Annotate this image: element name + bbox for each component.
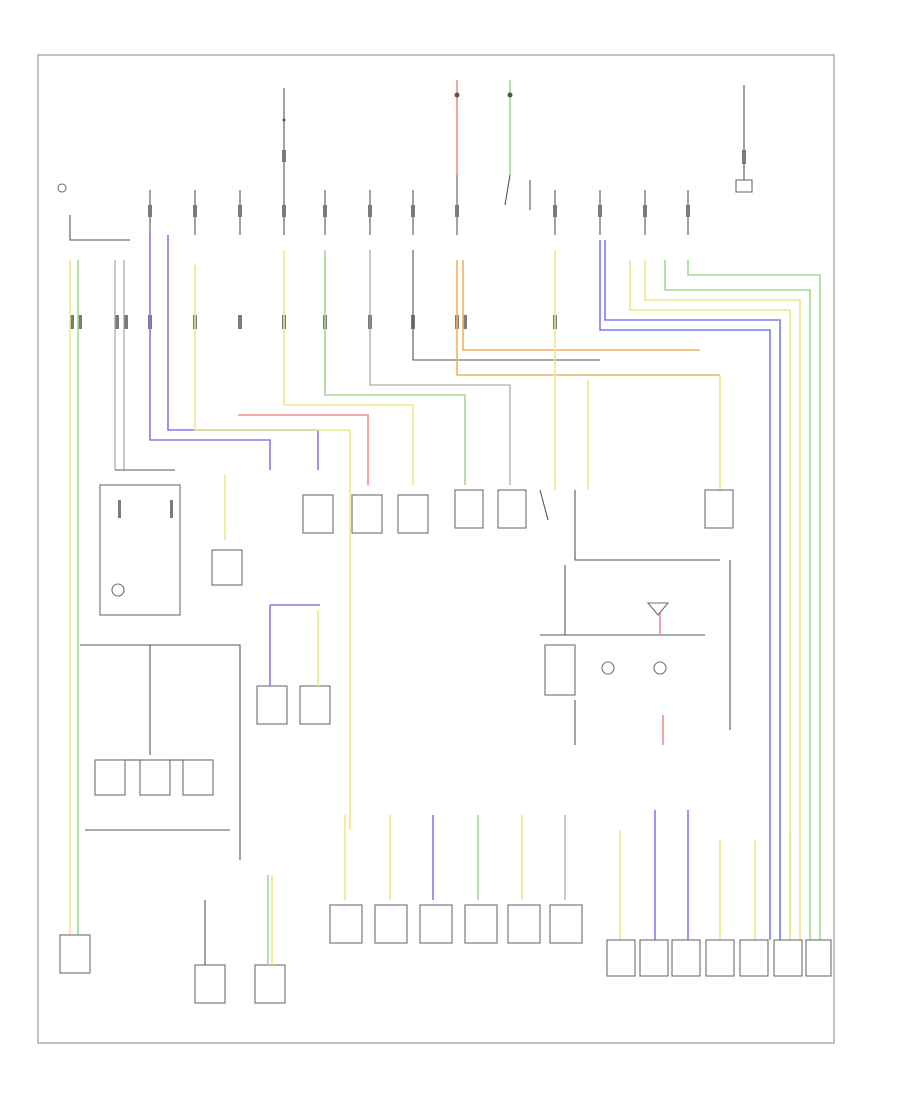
bottom-components xyxy=(329,810,832,977)
mid-components xyxy=(99,475,734,745)
diagram-frame xyxy=(37,54,835,1044)
right-wires xyxy=(587,240,821,940)
left-wires xyxy=(69,230,720,950)
lower-left-components xyxy=(59,644,286,1004)
upper-connectors xyxy=(70,315,557,329)
fuse-row xyxy=(69,174,690,241)
top-feeds xyxy=(57,80,753,193)
